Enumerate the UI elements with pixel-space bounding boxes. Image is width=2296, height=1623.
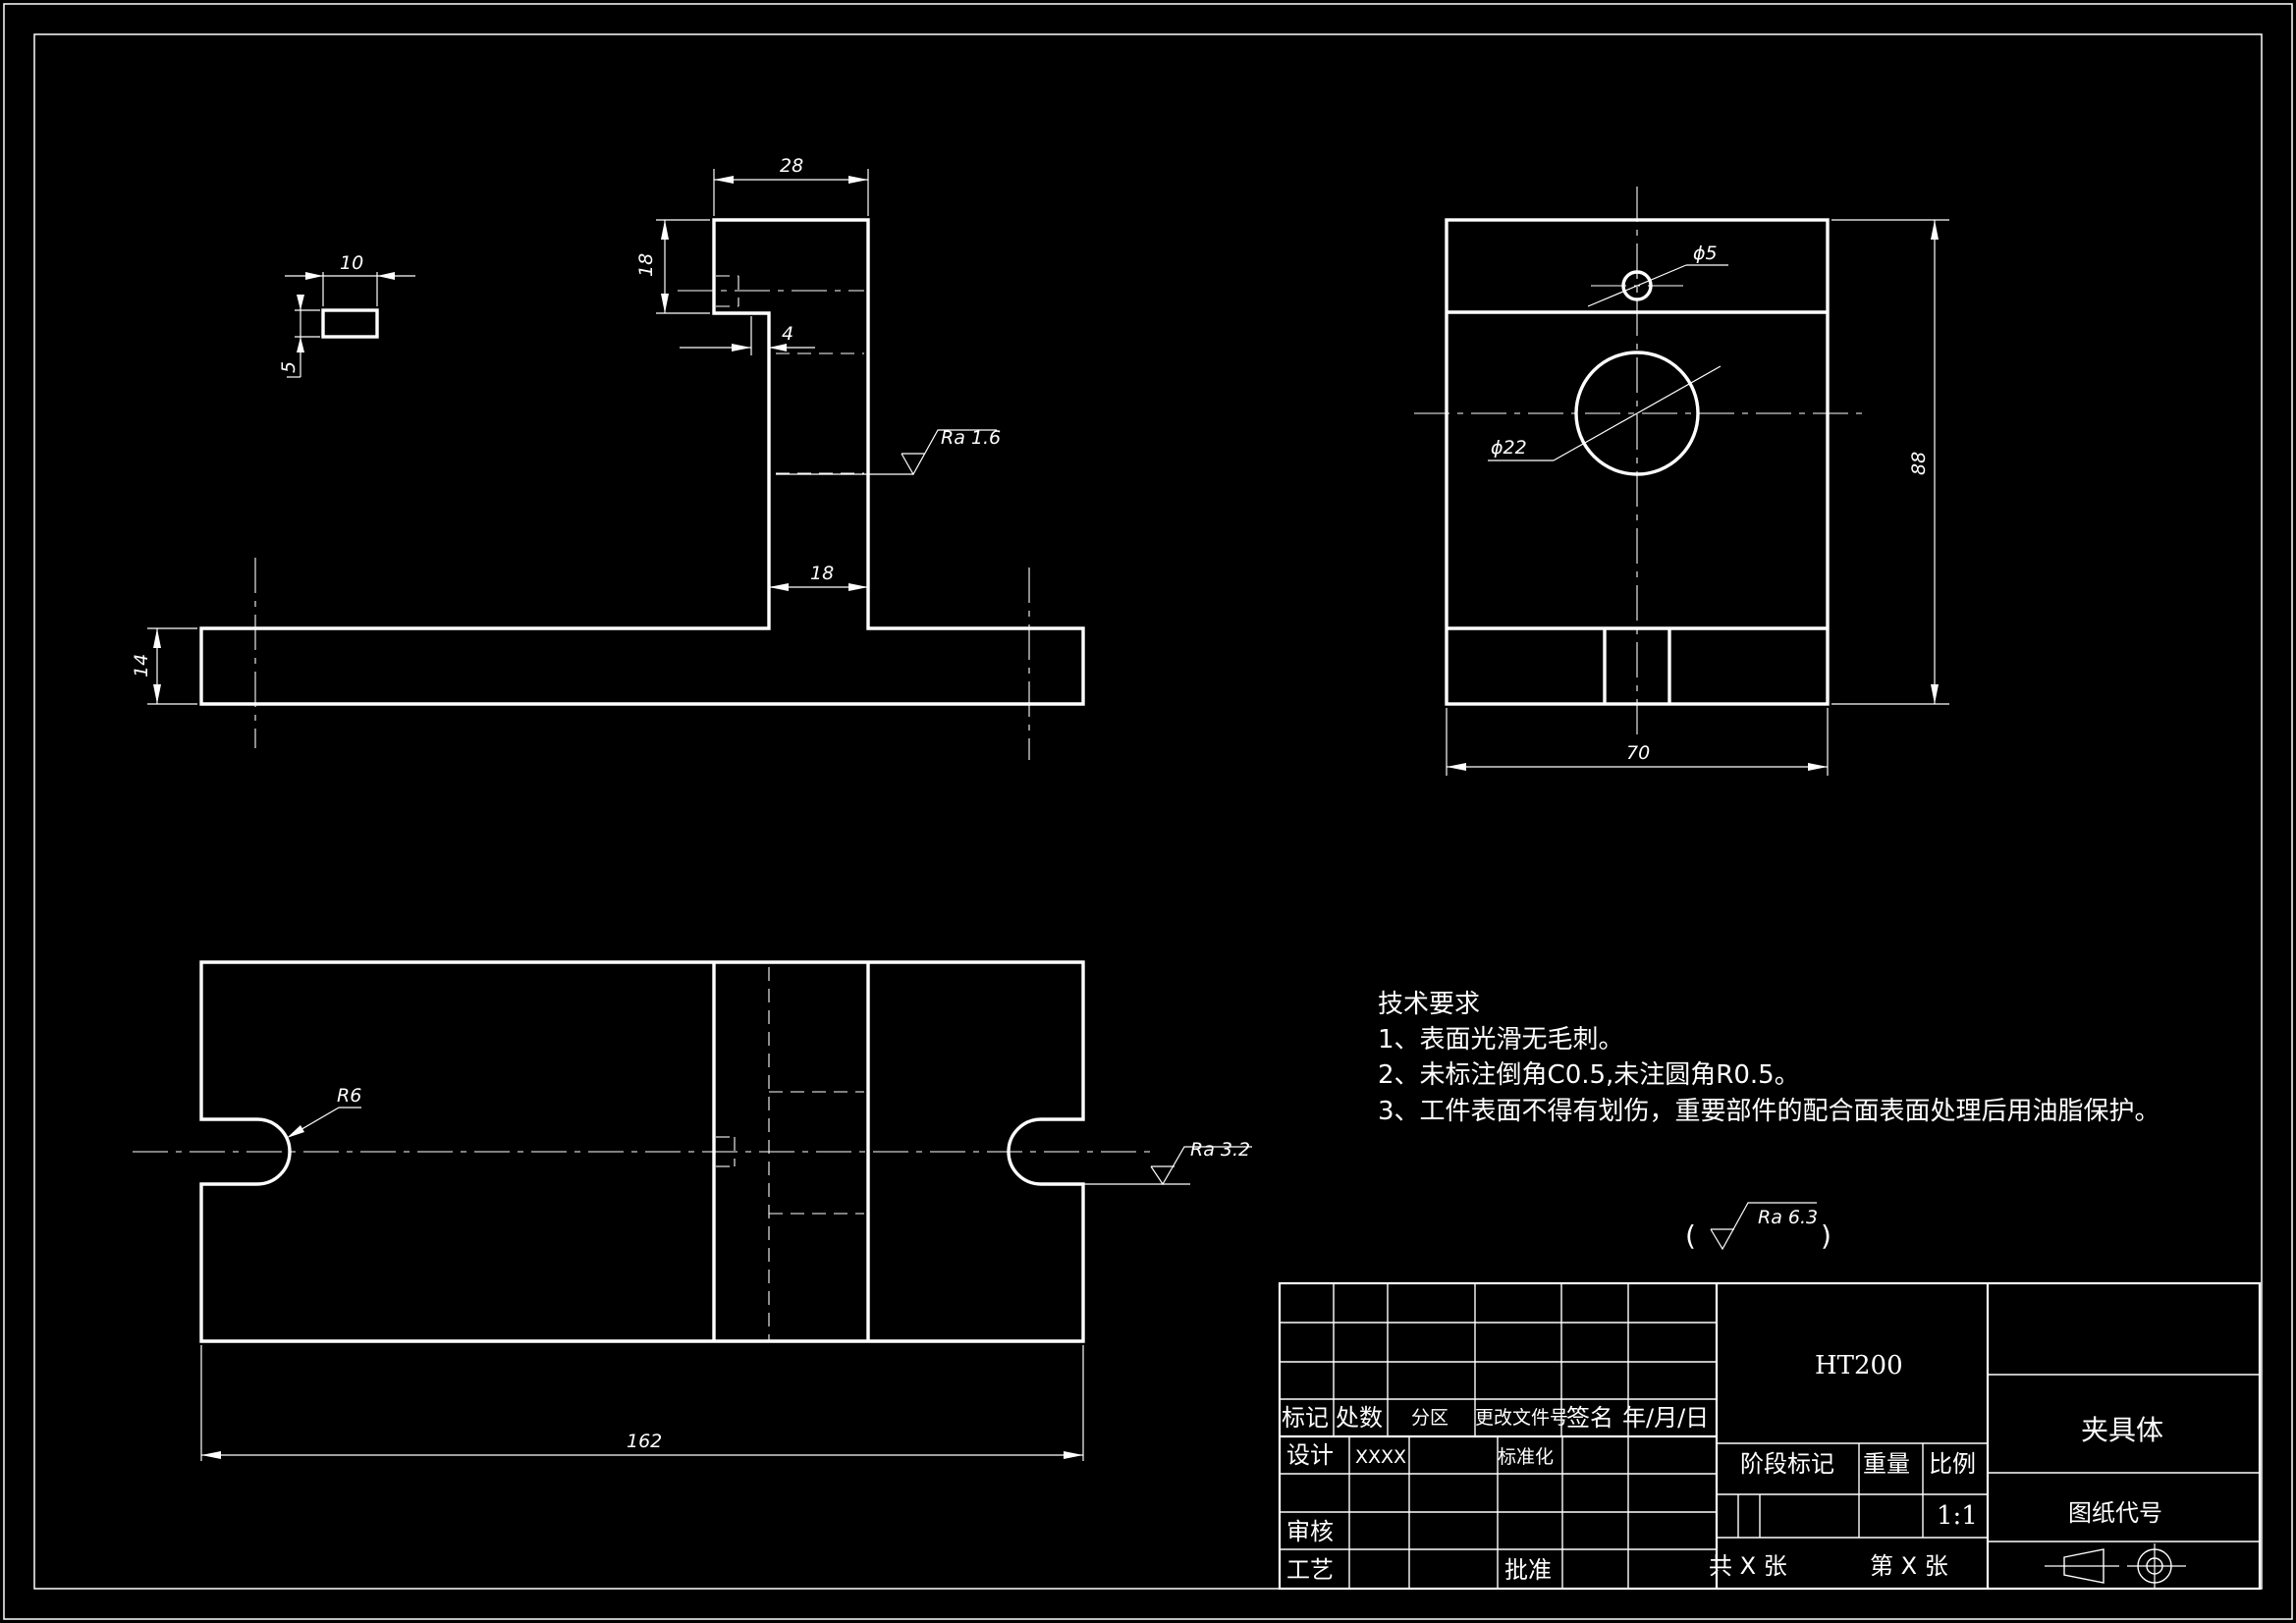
dim-phi5: ϕ5 — [1693, 243, 1718, 264]
tb-header-change-doc: 更改文件号 — [1475, 1407, 1568, 1429]
outer-border — [3, 3, 2293, 1620]
svg-text:Ra 3.2: Ra 3.2 — [1190, 1139, 1250, 1161]
dim-70: 70 — [1626, 742, 1650, 764]
tb-header-date: 年/月/日 — [1622, 1404, 1709, 1432]
top-view-outline — [199, 960, 1085, 1343]
dim-10: 10 — [340, 252, 363, 274]
svg-text:): ) — [1821, 1219, 1831, 1252]
projection-symbol-icon — [2045, 1543, 2186, 1589]
tb-standardize-label: 标准化 — [1498, 1446, 1554, 1468]
title-block: 标记 处数 分区 更改文件号 签名 年/月/日 设计 XXXX 标准化 审核 工… — [1278, 1281, 2262, 1591]
front-view: 10 5 28 18 4 18 14 — [131, 155, 1085, 760]
dim-r6: R6 — [337, 1085, 361, 1107]
front-view-outline — [199, 218, 1085, 706]
tech-requirement-1: 1、表面光滑无毛刺。 — [1378, 1025, 1624, 1055]
tb-material: HT200 — [1815, 1351, 1903, 1380]
inner-border — [33, 33, 2263, 1590]
top-view: R6 Ra 3.2 162 — [133, 960, 1252, 1461]
side-view: ϕ5 ϕ22 88 70 — [1414, 187, 1949, 776]
dim-88: 88 — [1908, 452, 1930, 475]
tb-weight: 重量 — [1863, 1450, 1910, 1478]
roughness-symbol-ra16: Ra 1.6 — [776, 427, 1001, 476]
dim-28: 28 — [780, 155, 803, 177]
tech-requirements: 技术要求 1、表面光滑无毛刺。 2、未标注倒角C0.5,未注圆角R0.5。 3、… — [1378, 990, 2160, 1126]
dim-phi22: ϕ22 — [1491, 437, 1527, 459]
tech-requirements-title: 技术要求 — [1378, 990, 1480, 1019]
dim-14: 14 — [131, 654, 152, 677]
tb-header-signature: 签名 — [1566, 1404, 1613, 1432]
tech-requirement-2: 2、未标注倒角C0.5,未注圆角R0.5。 — [1378, 1060, 1800, 1090]
tb-review-label: 审核 — [1286, 1518, 1334, 1545]
dim-4: 4 — [782, 323, 793, 345]
general-roughness: ( Ra 6.3 ) — [1685, 1202, 1831, 1252]
key-slot — [321, 308, 379, 339]
tb-header-mark: 标记 — [1282, 1404, 1329, 1432]
svg-text:Ra 6.3: Ra 6.3 — [1758, 1207, 1818, 1228]
tb-header-zone: 分区 — [1411, 1407, 1449, 1429]
tb-approve-label: 批准 — [1504, 1556, 1552, 1584]
dim-18-top: 18 — [635, 253, 657, 277]
tb-designer: XXXX — [1355, 1446, 1406, 1468]
tech-requirement-3: 3、工件表面不得有划伤，重要部件的配合面表面处理后用油脂保护。 — [1378, 1097, 2160, 1126]
tb-header-count: 处数 — [1336, 1404, 1383, 1432]
roughness-symbol-ra32: Ra 3.2 — [1083, 1139, 1252, 1186]
dim-5: 5 — [278, 361, 300, 373]
tb-drawing-no-label: 图纸代号 — [2068, 1499, 2162, 1527]
svg-text:Ra 1.6: Ra 1.6 — [941, 427, 1001, 449]
dim-162: 162 — [627, 1431, 662, 1452]
tb-sheet-no: 第 X 张 — [1870, 1552, 1948, 1580]
tb-stage-mark: 阶段标记 — [1740, 1450, 1834, 1478]
tb-process-label: 工艺 — [1286, 1556, 1334, 1584]
dim-18-web: 18 — [810, 563, 834, 584]
tb-scale-label: 比例 — [1929, 1450, 1976, 1478]
tb-part-name: 夹具体 — [2081, 1414, 2163, 1446]
tb-total-sheets: 共 X 张 — [1709, 1552, 1787, 1580]
tb-design-label: 设计 — [1286, 1441, 1334, 1469]
tb-scale: 1:1 — [1937, 1501, 1978, 1531]
svg-text:(: ( — [1685, 1219, 1696, 1252]
